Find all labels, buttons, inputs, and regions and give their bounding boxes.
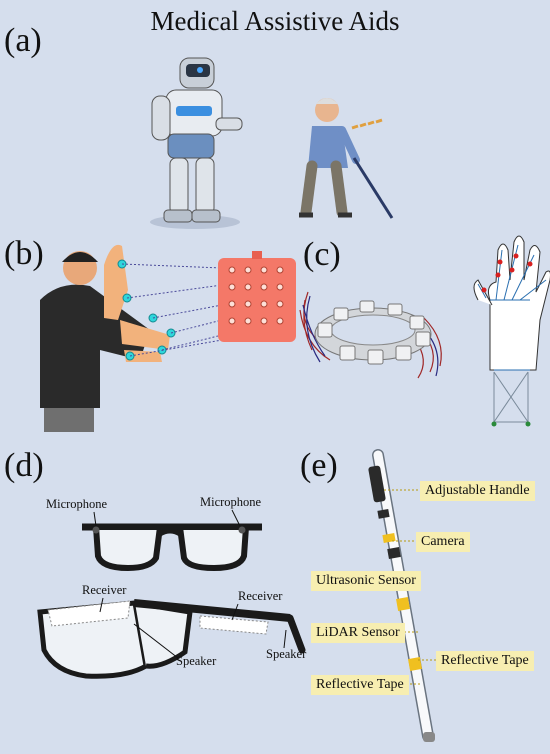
panel-label-e: (e) — [300, 447, 338, 484]
panel-label-a: (a) — [4, 22, 42, 59]
callout-reflective-tape-right: Reflective Tape — [436, 651, 534, 671]
smart-cane-illustration — [368, 449, 435, 742]
callout-ultrasonic-sensor: Ultrasonic Sensor — [311, 571, 421, 591]
panel-label-c: (c) — [303, 236, 341, 273]
gesture-person-illustration — [40, 244, 170, 432]
microphone-right-label: Microphone — [200, 495, 262, 509]
sensor-array-panel — [218, 251, 296, 342]
speaker-left-label: Speaker — [176, 654, 217, 668]
figure-title: Medical Assistive Aids — [150, 6, 400, 36]
callout-camera: Camera — [416, 532, 470, 552]
humanoid-robot-illustration — [150, 57, 243, 229]
hand-sensor-diagram — [473, 235, 550, 427]
callout-lidar-sensor: LiDAR Sensor — [311, 623, 405, 643]
tracking-lines — [121, 263, 223, 357]
callout-reflective-tape-left: Reflective Tape — [311, 675, 409, 695]
callout-adjustable-handle: Adjustable Handle — [420, 481, 535, 501]
microphone-left-label: Microphone — [46, 497, 108, 511]
elderly-man-with-cane-illustration — [299, 98, 394, 219]
panel-label-d: (d) — [4, 447, 44, 484]
smart-glasses-front — [82, 509, 262, 572]
smart-glasses-side — [37, 597, 306, 679]
receiver-left-label: Receiver — [82, 583, 127, 597]
panel-label-b: (b) — [4, 235, 44, 272]
sensor-ring-illustration — [299, 291, 442, 379]
speaker-right-label: Speaker — [266, 647, 307, 661]
receiver-right-label: Receiver — [238, 589, 283, 603]
